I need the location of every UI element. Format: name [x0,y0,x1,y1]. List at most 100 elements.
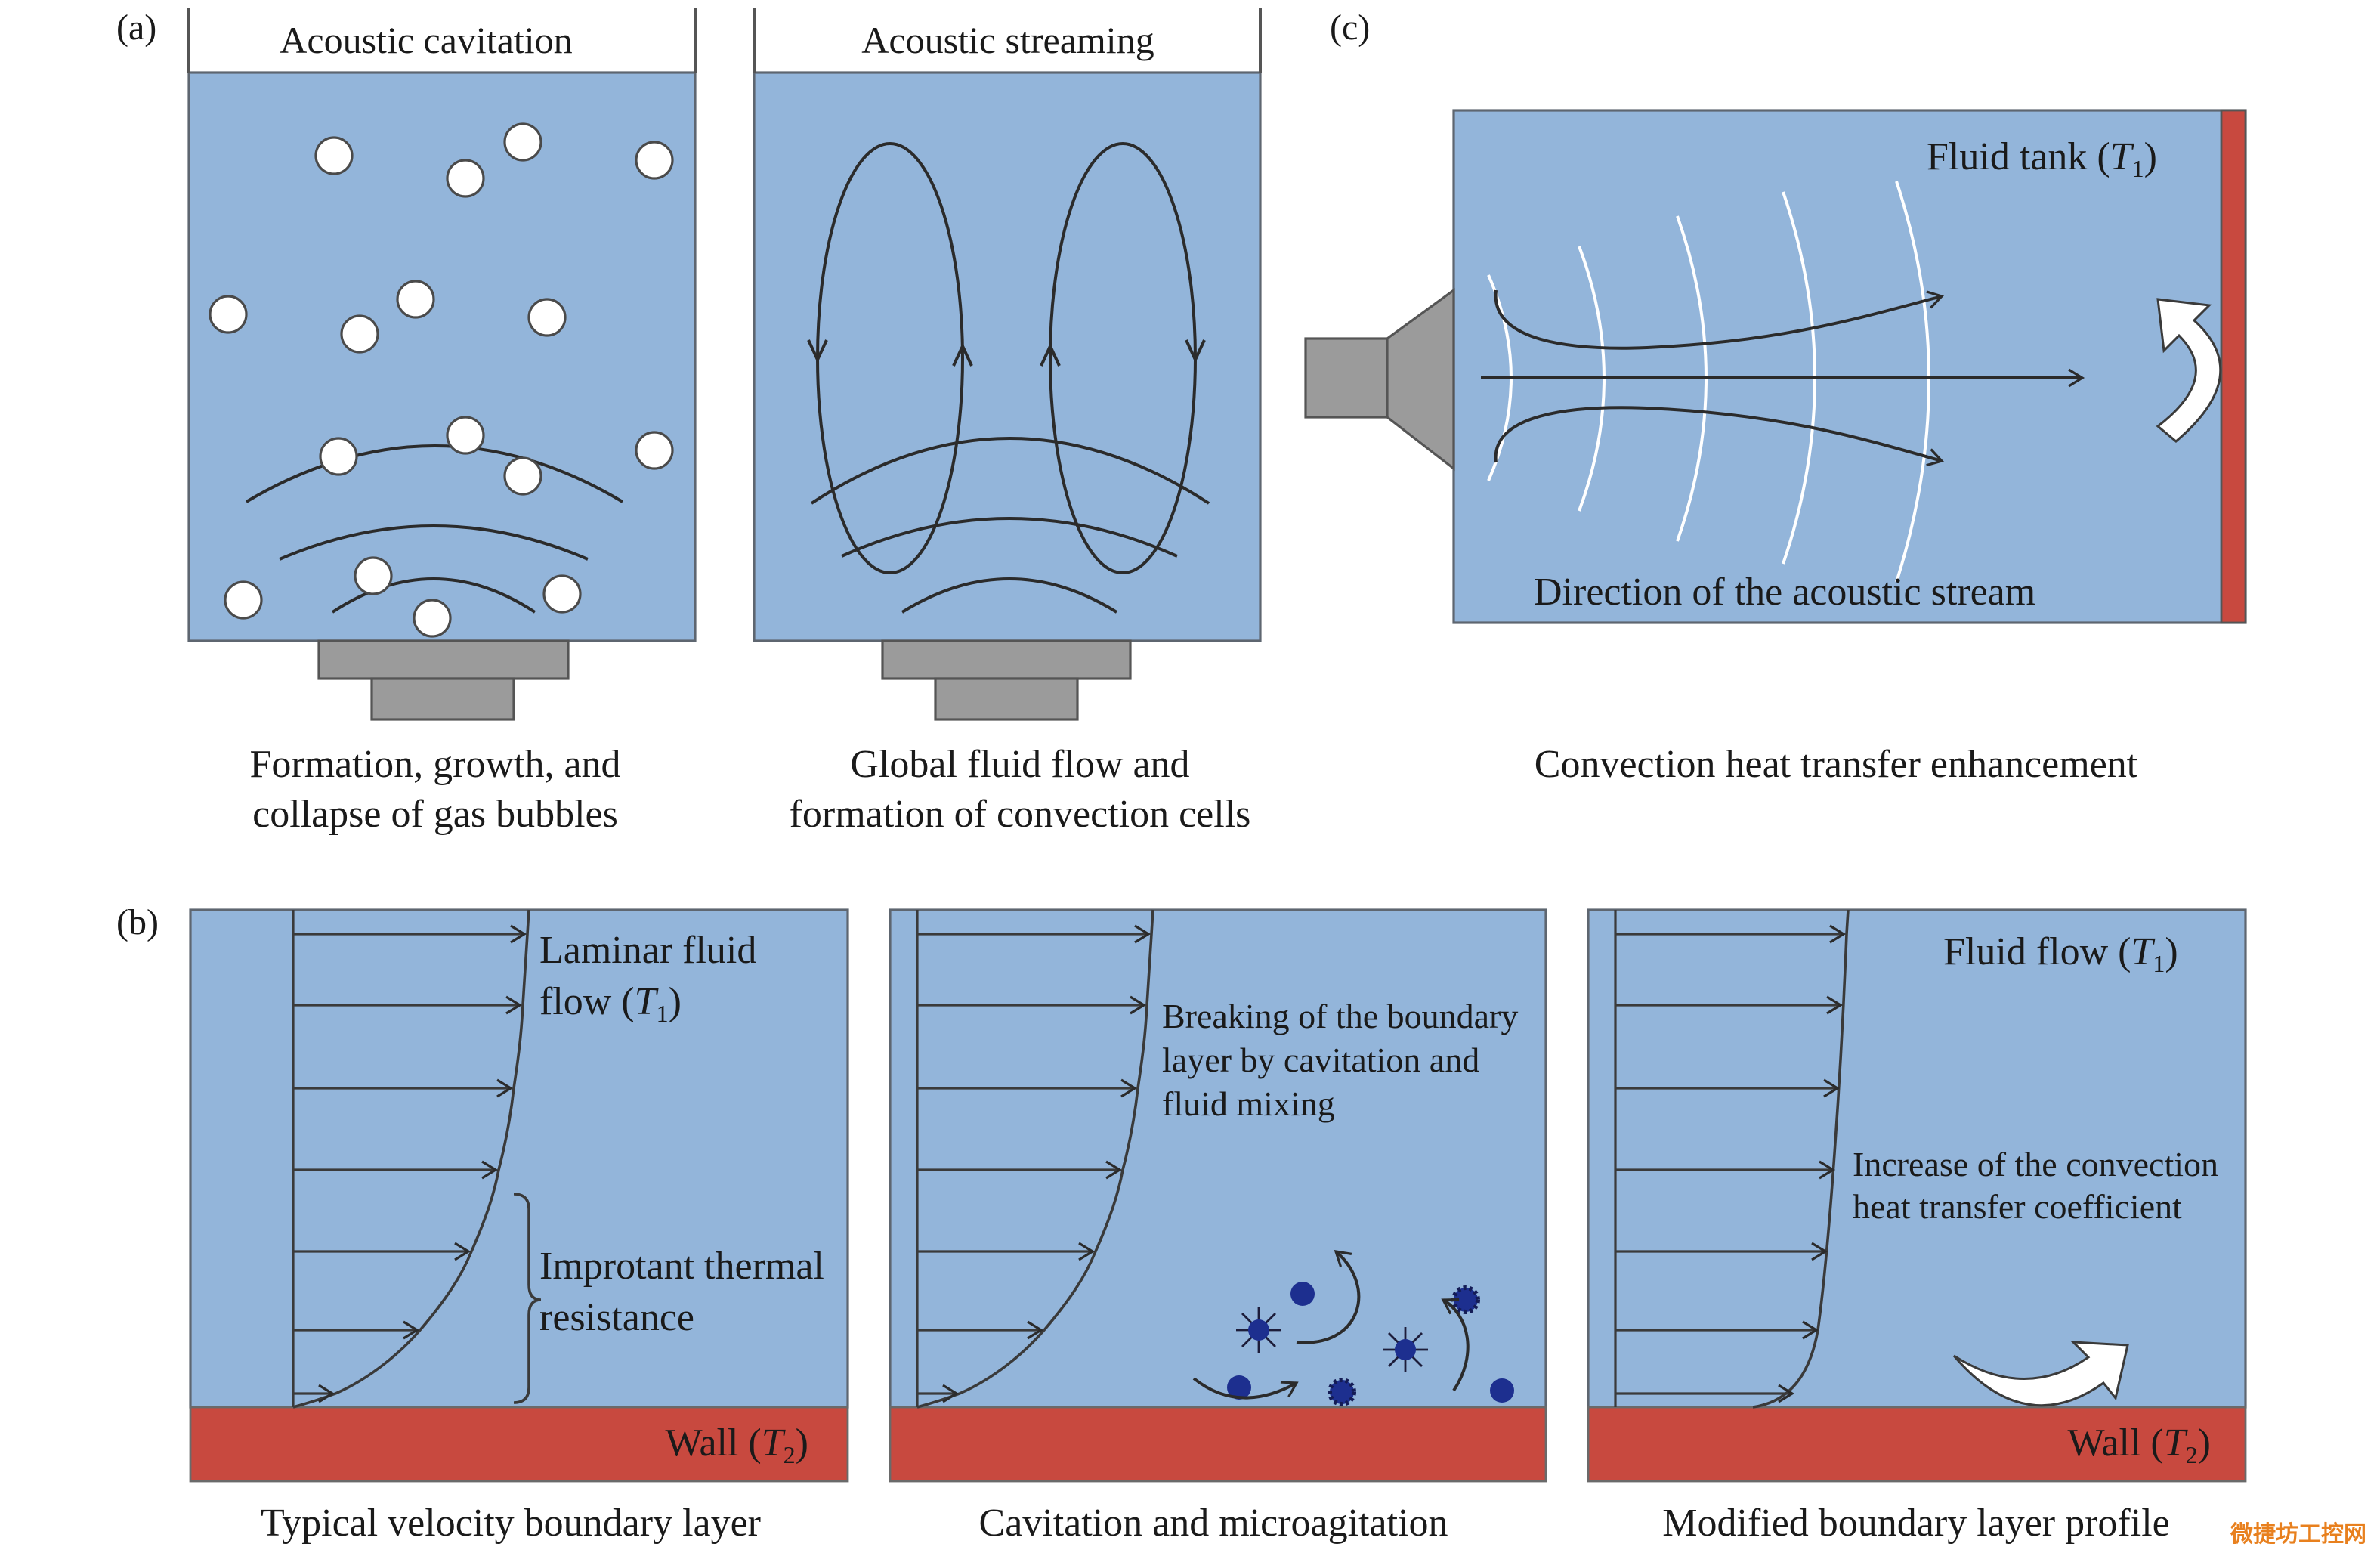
wall-label-sub: 2 [2186,1441,2198,1468]
streaming-title: Acoustic streaming [861,19,1154,61]
wall-label: Wall (T2) [666,1421,808,1468]
tank-fluid [753,71,1262,642]
wall-label-close: ) [2198,1421,2211,1465]
imploding-bubble [1328,1378,1356,1406]
collapsing-bubble-burst [1383,1327,1428,1372]
microagitation-arrow [1296,1250,1361,1344]
velocity-profile-curve [916,909,1154,1409]
tank-fluid [187,71,697,642]
thermal-resistance-label-line1: Improtant thermal [539,1245,824,1288]
laminar-flow-label-line1: Laminar fluid [539,929,756,972]
gas-bubble [446,416,485,455]
wall-label-sub: 2 [784,1441,796,1468]
imploding-bubble [1451,1285,1480,1314]
gas-bubble [635,431,674,470]
gas-bubble [319,437,358,476]
fluid-tank-label-close: ) [2144,135,2157,178]
gas-bubble [527,298,567,337]
wall-label: Wall (T2) [2068,1421,2211,1468]
cavitation-caption-line1: Formation, growth, and [249,743,620,786]
cavitation-tank: Acoustic cavitation Formation, growth, a… [187,8,697,836]
microagitation-arrow [1441,1298,1470,1392]
cavitation-bubble [1490,1378,1514,1403]
gas-bubble [542,574,582,614]
cavitation-caption-line2: collapse of gas bubbles [252,793,618,836]
convection-tank: Fluid tank (T1) Direction of the acousti… [1304,109,2247,624]
laminar-flow-label-var: T [635,980,659,1023]
ultrasonic-transducer-base [934,677,1079,721]
flow-direction-down-icon [807,339,828,363]
velocity-profile-curve [292,909,530,1409]
gas-bubble [354,556,393,595]
flow-direction-up-icon [952,342,973,367]
wave-front [1895,181,1930,583]
convection-caption: Convection heat transfer enhancement [1535,743,2138,786]
microagitation-arrow [1192,1377,1299,1400]
wall-label-text: Wall ( [666,1421,762,1465]
fluid-flow-label-close: ) [2165,930,2178,973]
gas-bubble [503,456,542,496]
sound-wave-arc [901,577,1118,614]
heated-wall [2220,109,2247,624]
fluid-region [889,908,1547,1409]
streaming-caption-line1: Global fluid flow and [850,743,1189,786]
wall-label-var: T [2164,1421,2188,1465]
burst-core [1395,1339,1416,1360]
laminar-flow-label-sub: 1 [657,1000,669,1027]
heated-wall [189,1406,849,1483]
thermal-resistance-brace [513,1193,542,1404]
laminar-flow-label-line2: flow (T1) [539,980,682,1027]
burst-core [1248,1319,1269,1341]
laminar-flow-label-text: flow ( [539,980,635,1023]
gas-bubble [503,122,542,162]
gas-bubble [396,280,435,319]
cavitation-microagitation-panel: Breaking of the boundary layer by cavita… [889,908,1547,1545]
typical-caption: Typical velocity boundary layer [261,1502,761,1545]
modified-caption: Modified boundary layer profile [1662,1502,2169,1545]
wall-label-text: Wall ( [2068,1421,2164,1465]
sound-wave-arc [331,577,536,614]
fluid-region [1587,908,2247,1409]
convection-note-line2: heat transfer coefficient [1853,1187,2182,1226]
tank-fluid [1452,109,2247,624]
ultrasonic-transducer-horn [1386,287,1455,472]
fluid-tank-label-text: Fluid tank ( [1927,135,2110,178]
fluid-flow-label-sub: 1 [2153,950,2165,977]
sound-wave-arc [279,524,589,561]
curved-mixing-arrow-icon [1952,1341,2129,1407]
ultrasonic-transducer-plate [317,639,570,680]
thermal-resistance-label-line2: resistance [539,1296,694,1339]
sound-wave-arc [841,517,1178,558]
breaking-note-line1: Breaking of the boundary [1162,997,1518,1035]
sound-wave-arc [245,444,624,503]
heated-wall [1587,1406,2247,1483]
convection-note-line1: Increase of the convection [1853,1145,2218,1183]
sound-wave-arc [810,437,1210,505]
panel-b-label: (b) [116,902,159,942]
fluid-flow-label-text: Fluid flow ( [1943,930,2131,973]
cavitation-bubble [1227,1375,1251,1400]
ultrasonic-transducer-plate [881,639,1132,680]
acoustic-stream-arrow-upper [1494,289,1944,350]
collapsing-bubble-burst [1236,1307,1281,1353]
fluid-tank-label-sub: 1 [2132,155,2144,182]
streaming-tank: Acoustic streaming Global fluid flow and… [753,8,1262,836]
panel-a-label: (a) [116,8,156,48]
gas-bubble [224,580,263,620]
cavitation-microagitation-caption: Cavitation and microagitation [979,1502,1448,1545]
breaking-note-line3: fluid mixing [1162,1084,1335,1123]
panel-c-label: (c) [1330,8,1370,48]
flow-direction-down-icon [1185,339,1206,363]
cavitation-title: Acoustic cavitation [280,19,572,61]
ultrasonic-transducer-body [1304,337,1389,419]
fluid-flow-label-var: T [2131,930,2155,973]
curved-flow-arrow-icon [2156,298,2222,443]
laminar-flow-label-close: ) [669,980,682,1023]
modified-boundary-layer-panel: Fluid flow (T1) Increase of the convecti… [1587,908,2247,1545]
fluid-tank-label: Fluid tank (T1) [1927,135,2157,182]
ultrasonic-transducer-base [370,677,515,721]
wall-label-var: T [762,1421,786,1465]
gas-bubble [209,295,248,334]
streaming-caption-line2: formation of convection cells [790,793,1251,836]
